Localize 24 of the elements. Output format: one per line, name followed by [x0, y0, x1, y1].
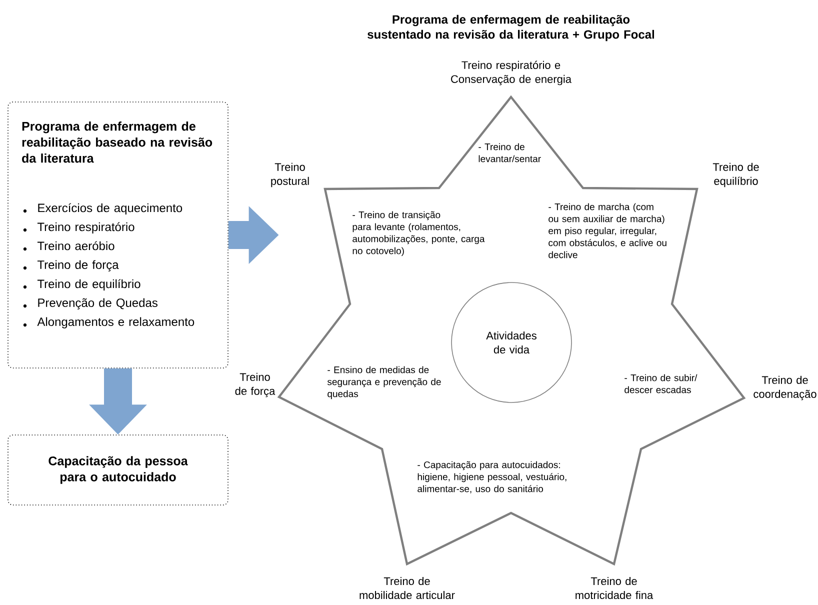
result-box: Capacitação da pessoa para o autocuidado	[8, 434, 228, 506]
activity-text: - Treino de marcha (com ou sem auxiliar de marcha) em piso regular, irregular, com obstáculos, e aclive ou declive	[548, 203, 666, 258]
activity-text: - Treino de levantar/sentar	[478, 143, 541, 162]
vertex-label: Treino de mobilidade articular	[360, 576, 455, 600]
vertex-label: Treino de coordenação	[754, 376, 816, 400]
vertex-label: Treino de equilíbrio	[712, 162, 759, 188]
activity-text: - Treino de subir/ descer escadas	[624, 374, 698, 394]
vertex-label: Treino de força	[235, 372, 276, 398]
vertex-label: Treino postural	[271, 162, 309, 188]
title: Programa de enfermagem de reabilitação sustentado na revisão da literatura + Grupo Focal	[368, 14, 654, 42]
bullet-item: Treino de força	[23, 260, 119, 272]
bullet-item: Treino de equilíbrio	[23, 279, 140, 291]
box-heading: Programa de enfermagem de reabilitação baseado na revisão da literatura	[22, 122, 212, 163]
activity-text: - Ensino de medidas de segurança e prevenção de quedas	[327, 366, 441, 400]
bullet-item: Treino aeróbio	[23, 241, 114, 251]
bullet-item: Exercícios de aquecimento	[23, 203, 182, 215]
vertex-label: Treino respiratório e Conservação de energia	[451, 60, 572, 86]
program-box	[8, 102, 228, 368]
bullet-item: Prevenção de Quedas	[23, 298, 158, 310]
bullet-item: Treino respiratório	[23, 222, 134, 234]
vertex-label: Treino de motricidade fina	[576, 576, 654, 600]
bullet-item: Alongamentos e relaxamento	[23, 317, 194, 328]
activity-text: - Treino de transição para levante (rolamentos, automobilizações, ponte, carga no cotovelo)	[352, 211, 485, 256]
activity-text: - Capacitação para autocuidados: higiene, higiene pessoal, vestuário, alimentar-se, uso do sanitário	[418, 461, 566, 494]
